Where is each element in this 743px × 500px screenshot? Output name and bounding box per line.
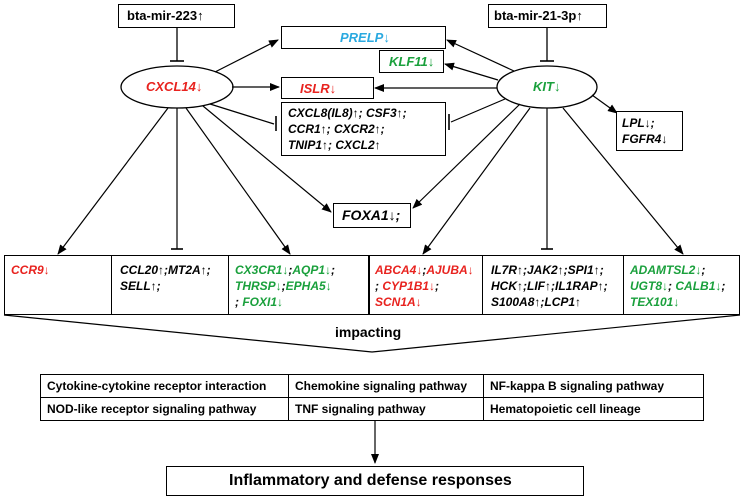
- cx3cr1-cell: CX3CR1↓;AQP1↓; THRSP↓;EPHA5↓ ; FOXI1↓: [228, 255, 369, 315]
- gene-segment: ;: [721, 279, 726, 293]
- mir21-box: bta-mir-21-3p↑: [488, 4, 607, 28]
- abca4-cell: ABCA4↓;AJUBA↓ ; CYP1B1↓; SCN1A↓: [369, 255, 483, 315]
- pathway-row: NOD-like receptor signaling pathway TNF …: [40, 397, 704, 421]
- lpl-label: LPL↓;: [622, 116, 655, 130]
- abca4-line-1: ABCA4↓;AJUBA↓: [375, 263, 474, 277]
- gene-segment: ;: [668, 279, 676, 293]
- ccl20-line-2: SELL↑;: [120, 279, 161, 293]
- gene-segment: ;: [235, 295, 243, 309]
- edge-kit-inhibits-cytokines: [450, 98, 506, 123]
- gene-segment: UGT8↓: [630, 279, 669, 293]
- edge-kit-adamtsl2: [562, 107, 684, 255]
- outcome-label: Inflammatory and defense responses: [229, 472, 512, 489]
- il7r-cell: IL7R↑;JAK2↑;SPI1↑; HCK↑;LIF↑;IL1RAP↑; S1…: [482, 255, 624, 315]
- lpl-fgfr4-box: LPL↓; FGFR4↓: [616, 111, 683, 151]
- adamtsl2-line-1: ADAMTSL2↓;: [630, 263, 705, 277]
- gene-segment: ;: [375, 279, 383, 293]
- pathway-cell: TNF signaling pathway: [288, 397, 484, 421]
- gene-segment: EPHA5↓: [285, 279, 332, 293]
- edge-cxcl14-ccr9: [57, 107, 169, 255]
- cx3cr1-line-3: ; FOXI1↓: [235, 295, 283, 309]
- islr-box: ISLR↓: [281, 77, 374, 99]
- gene-segment: ;: [701, 263, 706, 277]
- cytokine-line-2: CCR1↑; CXCR2↑;: [288, 122, 385, 136]
- islr-label: ISLR↓: [300, 81, 337, 96]
- edge-cxcl14-foxa1: [202, 105, 332, 213]
- gene-segment: ;: [331, 263, 336, 277]
- pathway-table: Cytokine-cytokine receptor interaction C…: [40, 374, 704, 421]
- ccl20-cell: CCL20↑;MT2A↑; SELL↑;: [111, 255, 229, 315]
- klf11-label: KLF11↓: [389, 54, 435, 69]
- edge-kit-prelp: [446, 39, 515, 72]
- gene-segment: ;: [288, 263, 293, 277]
- edge-cxcl14-prelp: [214, 39, 279, 73]
- gene-segment: SCN1A↓: [375, 295, 422, 309]
- edge-cxcl14-cx3cr1: [185, 107, 291, 255]
- funnel-right: [371, 314, 741, 353]
- cxcl14-label: CXCL14↓: [146, 79, 203, 94]
- gene-segment: CALB1↓: [675, 279, 722, 293]
- prelp-label: PRELP↓: [340, 30, 390, 45]
- prelp-box: PRELP↓: [281, 26, 446, 49]
- edge-kit-klf11: [444, 62, 499, 81]
- ccr9-label: CCR9↓: [11, 263, 50, 277]
- gene-segment: THRSP↓: [235, 279, 282, 293]
- cx3cr1-line-1: CX3CR1↓;AQP1↓;: [235, 263, 335, 277]
- il7r-line-1: IL7R↑;JAK2↑;SPI1↑;: [491, 263, 604, 277]
- mir21-label: bta-mir-21-3p↑: [494, 8, 583, 23]
- cytokine-line-3: TNIP1↑; CXCL2↑: [288, 138, 381, 152]
- pathway-cell: Cytokine-cytokine receptor interaction: [40, 374, 289, 398]
- gene-segment: ;: [281, 279, 286, 293]
- cx3cr1-line-2: THRSP↓;EPHA5↓: [235, 279, 332, 293]
- il7r-line-2: HCK↑;LIF↑;IL1RAP↑;: [491, 279, 608, 293]
- kit-label: KIT↓: [533, 79, 561, 94]
- gene-segment: AQP1↓: [292, 263, 332, 277]
- il7r-line-3: S100A8↑;LCP1↑: [491, 295, 582, 309]
- ccl20-line-1: CCL20↑;MT2A↑;: [120, 263, 211, 277]
- abca4-line-3: SCN1A↓: [375, 295, 422, 309]
- klf11-box: KLF11↓: [379, 50, 444, 73]
- edge-kit-foxa1: [412, 103, 521, 209]
- impacting-label: impacting: [335, 324, 402, 340]
- edge-kit-lpl: [591, 94, 618, 114]
- edge-kit-abca4: [422, 107, 531, 255]
- pathway-cell: NF-kappa B signaling pathway: [483, 374, 704, 398]
- adamtsl2-cell: ADAMTSL2↓; UGT8↓; CALB1↓; TEX101↓: [623, 255, 740, 315]
- mir223-label: bta-mir-223↑: [127, 8, 204, 23]
- gene-segment: TEX101↓: [630, 295, 680, 309]
- mir223-box: bta-mir-223↑: [118, 4, 235, 28]
- gene-segment: ADAMTSL2↓: [630, 263, 702, 277]
- edge-cxcl14-inhibits-cytokines: [209, 103, 275, 125]
- adamtsl2-line-2: UGT8↓; CALB1↓;: [630, 279, 725, 293]
- fgfr4-label: FGFR4↓: [622, 132, 668, 146]
- pathway-cell: Chemokine signaling pathway: [288, 374, 484, 398]
- cytokine-line-1: CXCL8(IL8)↑; CSF3↑;: [288, 106, 407, 120]
- gene-segment: CYP1B1↓: [382, 279, 436, 293]
- ccr9-cell: CCR9↓: [4, 255, 112, 315]
- gene-segment: ;: [435, 279, 440, 293]
- pathway-cell: Hematopoietic cell lineage: [483, 397, 704, 421]
- pathway-row: Cytokine-cytokine receptor interaction C…: [40, 374, 704, 398]
- outcome-box: Inflammatory and defense responses: [166, 466, 584, 496]
- foxa1-label: FOXA1↓;: [342, 207, 401, 223]
- gene-segment: ABCA4↓: [375, 263, 423, 277]
- adamtsl2-line-3: TEX101↓: [630, 295, 679, 309]
- gene-segment: ;: [422, 263, 427, 277]
- gene-segment: AJUBA↓: [426, 263, 474, 277]
- abca4-line-2: ; CYP1B1↓;: [375, 279, 439, 293]
- pathway-cell: NOD-like receptor signaling pathway: [40, 397, 289, 421]
- foxa1-box: FOXA1↓;: [333, 203, 411, 228]
- gene-segment: FOXI1↓: [242, 295, 284, 309]
- cytokines-box: CXCL8(IL8)↑; CSF3↑; CCR1↑; CXCR2↑; TNIP1…: [281, 102, 446, 156]
- gene-segment: CX3CR1↓: [235, 263, 289, 277]
- funnel-left: [3, 314, 373, 353]
